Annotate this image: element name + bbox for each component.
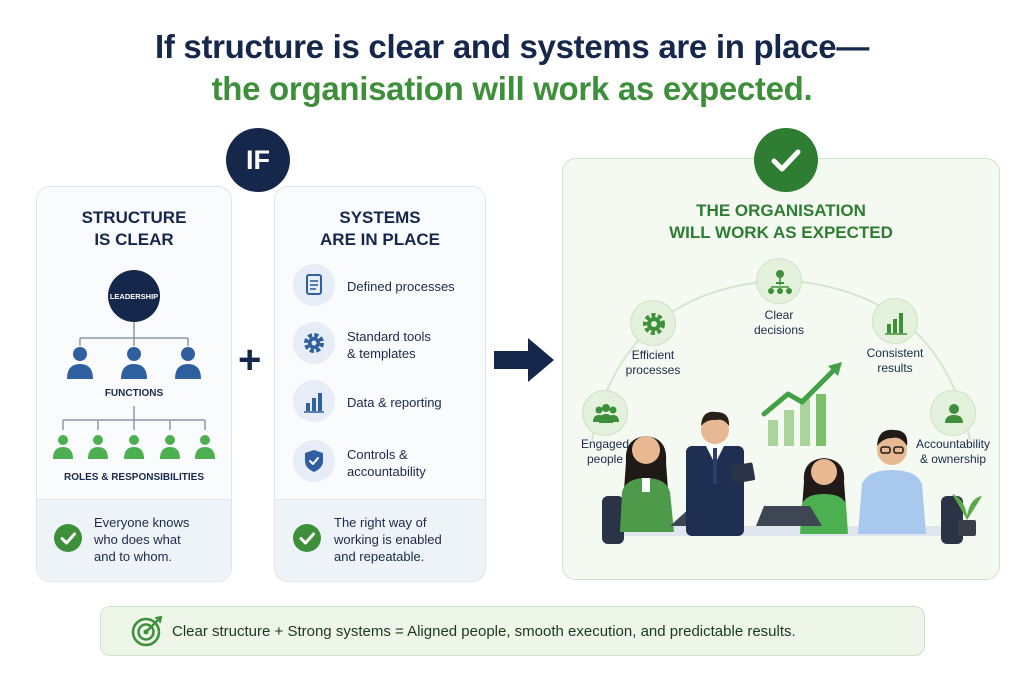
headline-line-1: If structure is clear and systems are in…	[154, 28, 870, 65]
shield-check-icon	[293, 440, 335, 482]
gear-icon	[630, 300, 676, 346]
org-chart-lines	[62, 320, 206, 430]
benefit-label: Consistent results	[866, 346, 924, 375]
role-person-icon	[160, 435, 180, 459]
person-icon	[930, 390, 976, 436]
function-person-icon	[121, 347, 147, 379]
system-item: Controls & accountability	[293, 440, 473, 484]
outcome-card-title: THE ORGANISATION WILL WORK AS EXPECTED	[669, 201, 893, 242]
plant-icon	[952, 494, 982, 536]
bar-chart-icon	[872, 298, 918, 344]
arrow-right-icon	[494, 338, 554, 382]
growth-chart-icon	[761, 362, 842, 446]
hierarchy-icon	[756, 258, 802, 304]
system-item: Data & reporting	[293, 380, 473, 424]
benefit-label: Clear decisions	[753, 308, 805, 337]
functions-label: FUNCTIONS	[104, 388, 164, 399]
person-illustration	[686, 411, 756, 536]
benefit-label: Accountability & ownership	[915, 437, 991, 466]
person-illustration	[620, 436, 674, 532]
leadership-node: LEADERSHIP	[108, 270, 160, 322]
benefit-label: Efficient processes	[625, 348, 681, 377]
role-person-icon	[53, 435, 73, 459]
systems-footer-text: The right way of working is enabled and …	[334, 515, 442, 564]
check-icon	[293, 524, 321, 552]
bar-chart-icon	[293, 380, 335, 422]
role-person-icon	[124, 435, 144, 459]
gear-icon	[293, 322, 335, 364]
headline-line-2: the organisation will work as expected.	[211, 70, 813, 107]
structure-footer-text: Everyone knows who does what and to whom…	[94, 515, 190, 564]
document-icon	[293, 264, 335, 306]
check-icon	[54, 524, 82, 552]
system-item: Standard tools & templates	[293, 322, 473, 366]
team-meeting-illustration	[602, 362, 982, 544]
role-person-icon	[88, 435, 108, 459]
roles-label: ROLES & RESPONSIBILITIES	[63, 472, 205, 483]
system-item: Defined processes	[293, 264, 473, 308]
check-icon	[754, 128, 818, 192]
summary-bar	[100, 606, 925, 656]
plus-icon: +	[238, 338, 262, 382]
target-icon	[131, 615, 163, 647]
if-badge: IF	[226, 128, 290, 192]
person-illustration	[800, 458, 848, 534]
person-illustration	[858, 429, 926, 534]
summary-text: Clear structure + Strong systems = Align…	[172, 623, 796, 640]
people-icon	[582, 390, 628, 436]
function-person-icon	[67, 347, 93, 379]
benefit-label: Engaged people	[580, 437, 630, 466]
structure-card-title: STRUCTURE IS CLEAR	[81, 208, 187, 249]
role-person-icon	[195, 435, 215, 459]
function-person-icon	[175, 347, 201, 379]
systems-card-title: SYSTEMS ARE IN PLACE	[320, 208, 440, 249]
structure-card: STRUCTURE IS CLEAR	[36, 186, 232, 582]
